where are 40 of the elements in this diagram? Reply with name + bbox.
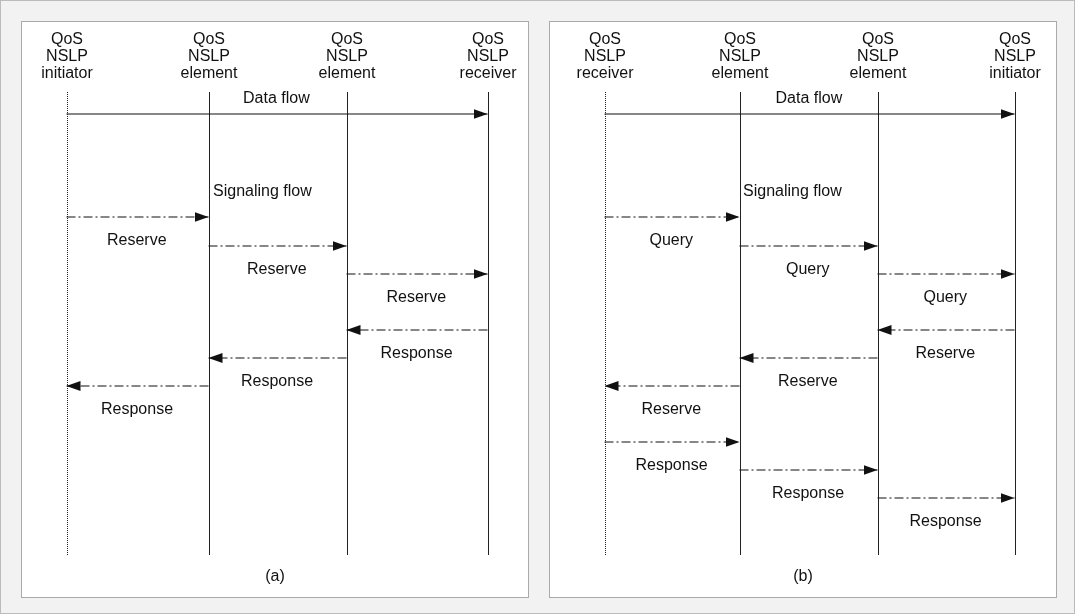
arrow (603, 212, 741, 222)
edge-label: Response (378, 344, 455, 362)
arrow (738, 465, 879, 475)
arrow (876, 269, 1016, 279)
note-text: Signaling flow (211, 182, 314, 200)
note-text: Signaling flow (741, 182, 844, 200)
participant-label: QoS NSLP receiver (575, 30, 635, 81)
arrow (65, 109, 489, 119)
edge-label: Response (907, 512, 984, 530)
panel-caption: (a) (264, 567, 286, 585)
arrow (738, 241, 879, 251)
edge-label: Query (921, 288, 970, 306)
arrow (603, 437, 741, 447)
arrow (65, 212, 210, 222)
diagram-panel (21, 21, 529, 598)
participant-label: QoS NSLP receiver (458, 30, 518, 81)
panel-caption: (b) (792, 567, 814, 585)
participant-label: QoS NSLP element (710, 30, 770, 81)
participant-label: QoS NSLP element (317, 30, 377, 81)
arrow (738, 353, 879, 363)
participant-label: QoS NSLP element (848, 30, 908, 81)
arrow (603, 109, 1016, 119)
participant-label: QoS NSLP initiator (988, 30, 1042, 81)
edge-label: Response (239, 372, 316, 390)
diagram-panel (549, 21, 1057, 598)
participant-label: QoS NSLP element (179, 30, 239, 81)
arrow (207, 241, 348, 251)
edge-label: Query (647, 231, 696, 249)
arrow (876, 325, 1016, 335)
participant-label: QoS NSLP initiator (40, 30, 94, 81)
edge-label: Query (784, 260, 832, 278)
arrow (345, 269, 489, 279)
edge-label: Response (770, 484, 847, 502)
arrow (876, 493, 1016, 503)
edge-label: Response (99, 400, 176, 418)
arrow (65, 381, 210, 391)
arrow (207, 353, 348, 363)
arrow (603, 381, 741, 391)
edge-label: Response (633, 456, 710, 474)
arrow (345, 325, 489, 335)
